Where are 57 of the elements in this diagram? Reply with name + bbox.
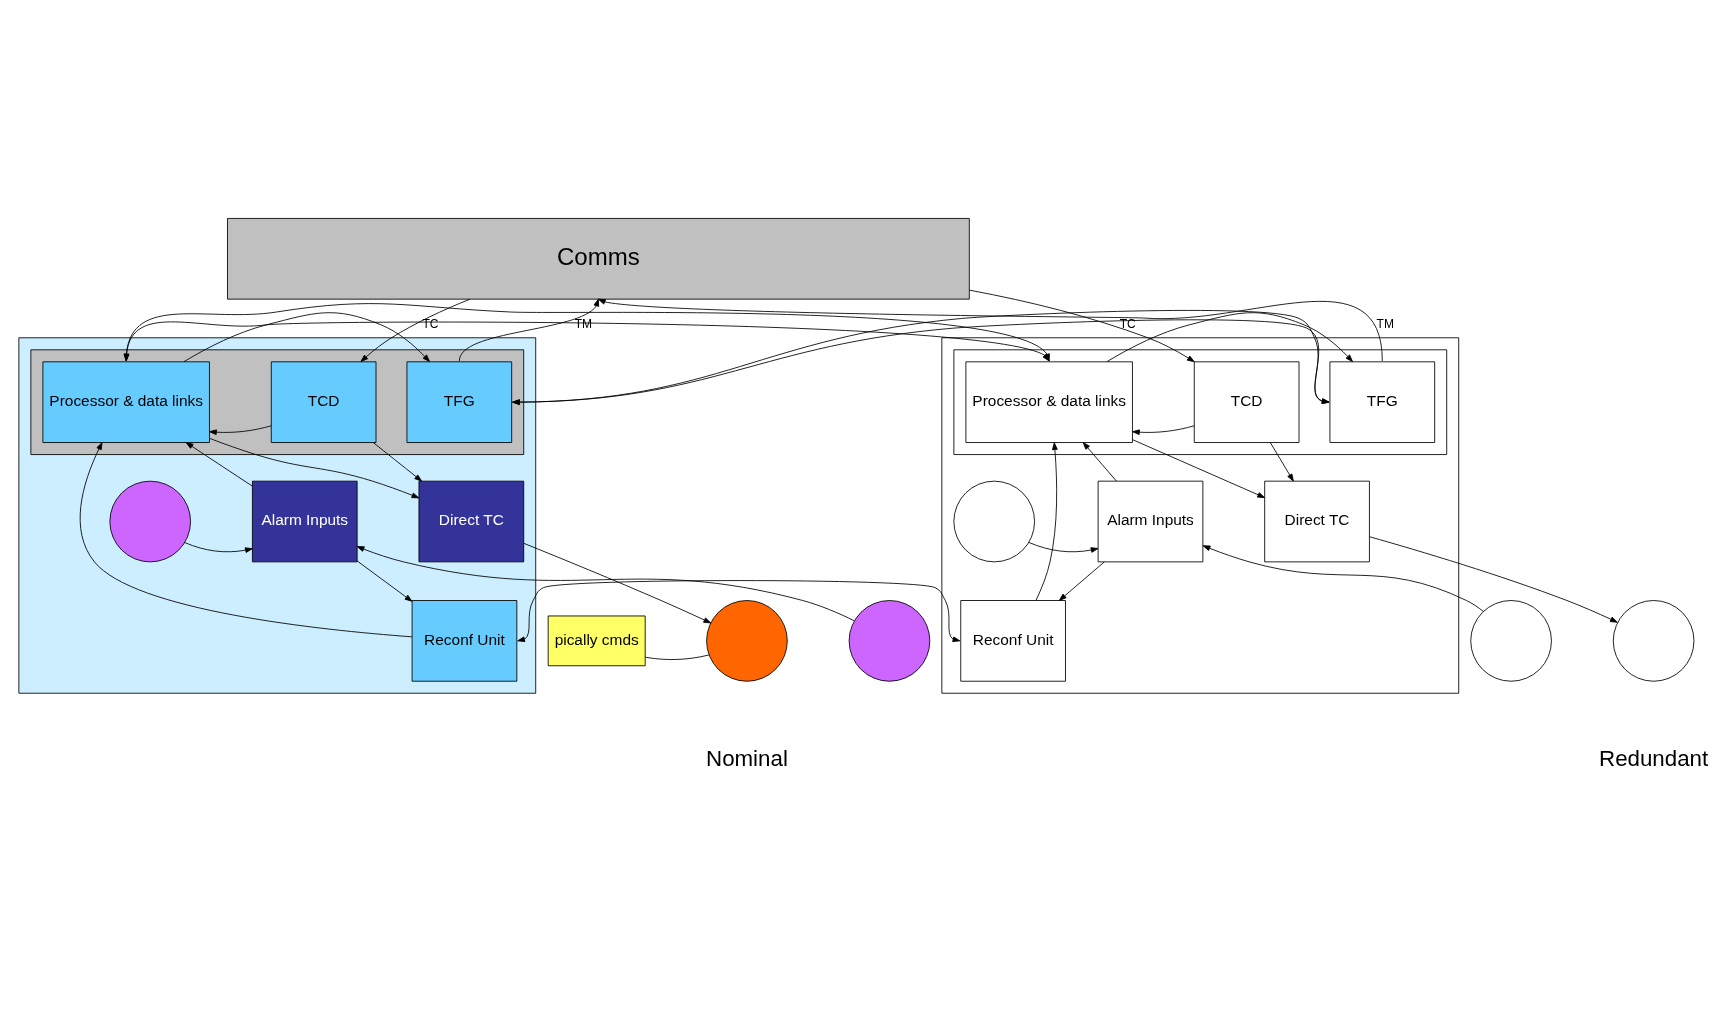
arrow: [1058, 561, 1105, 601]
label: Redundant: [1599, 745, 1709, 771]
edge-label: TM: [574, 316, 593, 331]
arrow: [517, 580, 961, 643]
cluster: [30, 349, 525, 455]
cluster: [953, 349, 1448, 455]
node-box: TCD: [1193, 361, 1300, 443]
edge-label: TC: [422, 316, 439, 331]
edge-label: TC: [1119, 316, 1136, 331]
arrow: [356, 560, 413, 602]
arrow: [123, 303, 1050, 362]
arrow: [185, 442, 253, 487]
node-box: Direct TC: [418, 480, 525, 563]
node-box: Reconf Unit: [960, 600, 1066, 682]
node-circle: [848, 600, 931, 682]
arrow: [356, 546, 855, 622]
node-box: Direct TC: [1264, 480, 1370, 563]
node-box: Reconf Unit: [411, 600, 518, 682]
node-box: Processor & data links: [965, 361, 1133, 443]
node-box: Alarm Inputs: [251, 480, 358, 563]
arrow: [209, 425, 272, 436]
arrow: [360, 298, 471, 362]
connector: [645, 654, 710, 660]
node-box: TCD: [270, 361, 377, 443]
arrow: [183, 312, 430, 363]
arrow: [969, 289, 1195, 363]
arrow: [1106, 312, 1353, 363]
node-circle: [109, 480, 191, 563]
arrow: [1269, 442, 1294, 482]
node-box: Processor & data links: [42, 361, 210, 443]
arrow: [209, 437, 420, 499]
arrow: [1202, 545, 1484, 612]
arrow: [458, 298, 600, 362]
node-box: Alarm Inputs: [1097, 480, 1204, 563]
arrow: [184, 542, 253, 553]
arrow: [598, 298, 1383, 362]
node-circle: [1470, 600, 1552, 682]
cluster: [941, 337, 1460, 694]
node-box: Comms: [227, 218, 970, 300]
node-circle: [1612, 600, 1695, 682]
node-box: TFG: [406, 361, 513, 443]
arrow: [79, 442, 413, 638]
arrow: [1132, 425, 1195, 436]
node-box: TFG: [1329, 361, 1436, 443]
node-box: pically cmds: [547, 615, 646, 667]
edge-label: TM: [1376, 316, 1394, 331]
node-circle: [706, 600, 788, 682]
arrow: [1369, 536, 1618, 623]
arrow: [372, 442, 423, 482]
arrow: [1028, 542, 1099, 553]
cluster: [18, 337, 537, 694]
arrow: [523, 542, 712, 624]
arrow: [1082, 442, 1117, 482]
node-circle: [953, 480, 1035, 563]
arrow: [1132, 439, 1266, 499]
arrow: [1035, 442, 1058, 601]
label: Nominal: [706, 745, 788, 771]
